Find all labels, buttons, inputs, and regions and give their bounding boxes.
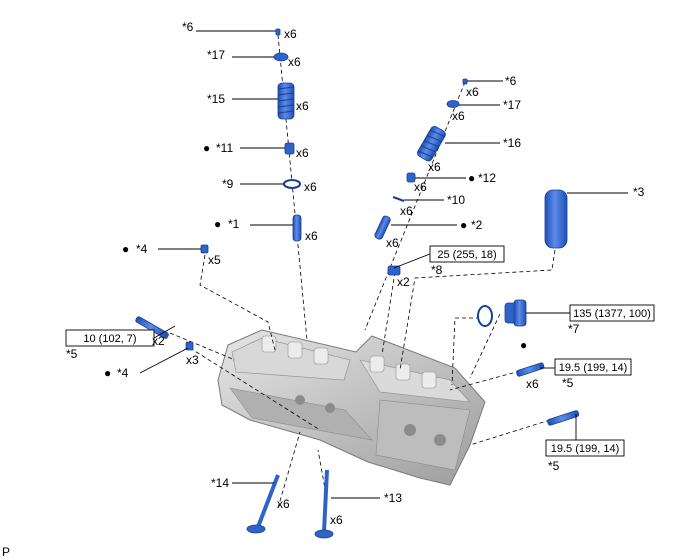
qty-17b: x6 <box>452 109 465 123</box>
qty-15: x6 <box>296 99 309 113</box>
stud-bolt-right-lower <box>547 410 580 426</box>
qty-6b: x6 <box>466 85 479 99</box>
qty-5a: x2 <box>152 334 165 348</box>
valve-spring-right <box>417 126 446 162</box>
label-5a: *5 <box>66 347 78 361</box>
label-8: *8 <box>431 263 443 277</box>
label-17a: *17 <box>207 48 225 62</box>
large-plug <box>504 299 527 327</box>
gasket-ring <box>477 305 493 327</box>
qty-6a: x6 <box>284 27 297 41</box>
torque-value-7: 135 (1377, 100) <box>573 308 651 320</box>
stud-bolt-right-upper <box>516 362 545 377</box>
bullet-1: ● <box>214 217 221 231</box>
bullet-2: ● <box>460 218 467 232</box>
cylinder-head <box>217 329 486 486</box>
label-10: *10 <box>447 193 465 207</box>
qty-11: x6 <box>296 146 309 160</box>
label-6a: *6 <box>182 20 194 34</box>
qty-14: x6 <box>277 497 290 511</box>
label-2: *2 <box>471 218 483 232</box>
label-5c: *5 <box>548 459 560 473</box>
valve-stem-seal-right <box>406 172 416 183</box>
bullets: ● ● ● ● ● ● ● <box>104 141 527 380</box>
qty-4a: x5 <box>208 253 221 267</box>
qty-8: x2 <box>397 275 410 289</box>
qty-17a: x6 <box>288 55 301 69</box>
qty-4b: x3 <box>186 353 199 367</box>
valve-stem-seal-left <box>284 142 295 155</box>
qty-5b: x6 <box>526 377 539 391</box>
torque-value-8: 25 (255, 18) <box>437 249 496 261</box>
left-stack-parts <box>135 28 302 351</box>
bullet-4a: ● <box>122 242 129 256</box>
label-11: *11 <box>216 141 233 155</box>
washer-right <box>392 196 405 202</box>
valve-guide-bush-right <box>374 215 391 240</box>
label-1: *1 <box>228 217 240 231</box>
qty-2: x6 <box>386 236 399 250</box>
valve-guide-bush-left <box>292 214 302 242</box>
qty-1: x6 <box>305 229 318 243</box>
part-labels: *6 x6 *17 x6 *15 x6 *11 x6 *9 x6 *1 x6 *… <box>2 20 645 559</box>
qty-16: x6 <box>428 160 441 174</box>
label-4b: *4 <box>117 366 129 380</box>
torque-box-8 <box>429 245 505 263</box>
torque-value-5a: 10 (102, 7) <box>83 333 136 345</box>
label-17b: *17 <box>503 98 521 112</box>
label-14: *14 <box>211 476 229 490</box>
torque-boxes: 25 (255, 18) 10 (102, 7) 135 (1377, 100)… <box>65 245 655 457</box>
label-13: *13 <box>384 491 402 505</box>
label-12: *12 <box>478 171 496 185</box>
label-3: *3 <box>633 185 645 199</box>
qty-9: x6 <box>304 180 317 194</box>
intake-valve <box>246 474 280 534</box>
plug-center <box>387 265 401 276</box>
corner-mark: P <box>2 545 10 559</box>
bullet-gasket: ● <box>520 338 527 352</box>
torque-box-5c <box>545 439 625 457</box>
label-9: *9 <box>222 177 234 191</box>
torque-value-5c: 19.5 (199, 14) <box>551 443 620 455</box>
valve-keeper-left <box>275 28 281 36</box>
right-stack-parts <box>374 78 580 426</box>
valve-spring-left <box>277 82 295 120</box>
exhaust-valve <box>314 469 334 539</box>
torque-box-5a <box>65 329 155 347</box>
qty-13: x6 <box>330 513 343 527</box>
label-4a: *4 <box>136 242 148 256</box>
spring-seat-ring-left <box>283 179 301 189</box>
valve-keeper-right <box>462 78 468 85</box>
label-6b: *6 <box>505 74 517 88</box>
oil-pipe-sleeve <box>544 189 568 249</box>
bullet-11: ● <box>203 141 210 155</box>
torque-box-5b <box>554 358 632 376</box>
valve-retainer-left <box>273 52 289 62</box>
qty-12: x6 <box>414 180 427 194</box>
label-16: *16 <box>503 136 521 150</box>
label-5b: *5 <box>562 376 574 390</box>
label-15: *15 <box>207 92 225 106</box>
plug-upper-left <box>200 244 209 254</box>
leader-lines <box>139 30 628 499</box>
dashed-leaders <box>169 34 556 509</box>
bullet-4b: ● <box>104 366 111 380</box>
torque-box-7 <box>569 304 655 322</box>
valve-retainer-right <box>446 100 460 108</box>
qty-10: x6 <box>400 204 413 218</box>
label-7: *7 <box>568 322 580 336</box>
torque-value-5b: 19.5 (199, 14) <box>559 362 628 374</box>
bullet-12: ● <box>468 171 475 185</box>
